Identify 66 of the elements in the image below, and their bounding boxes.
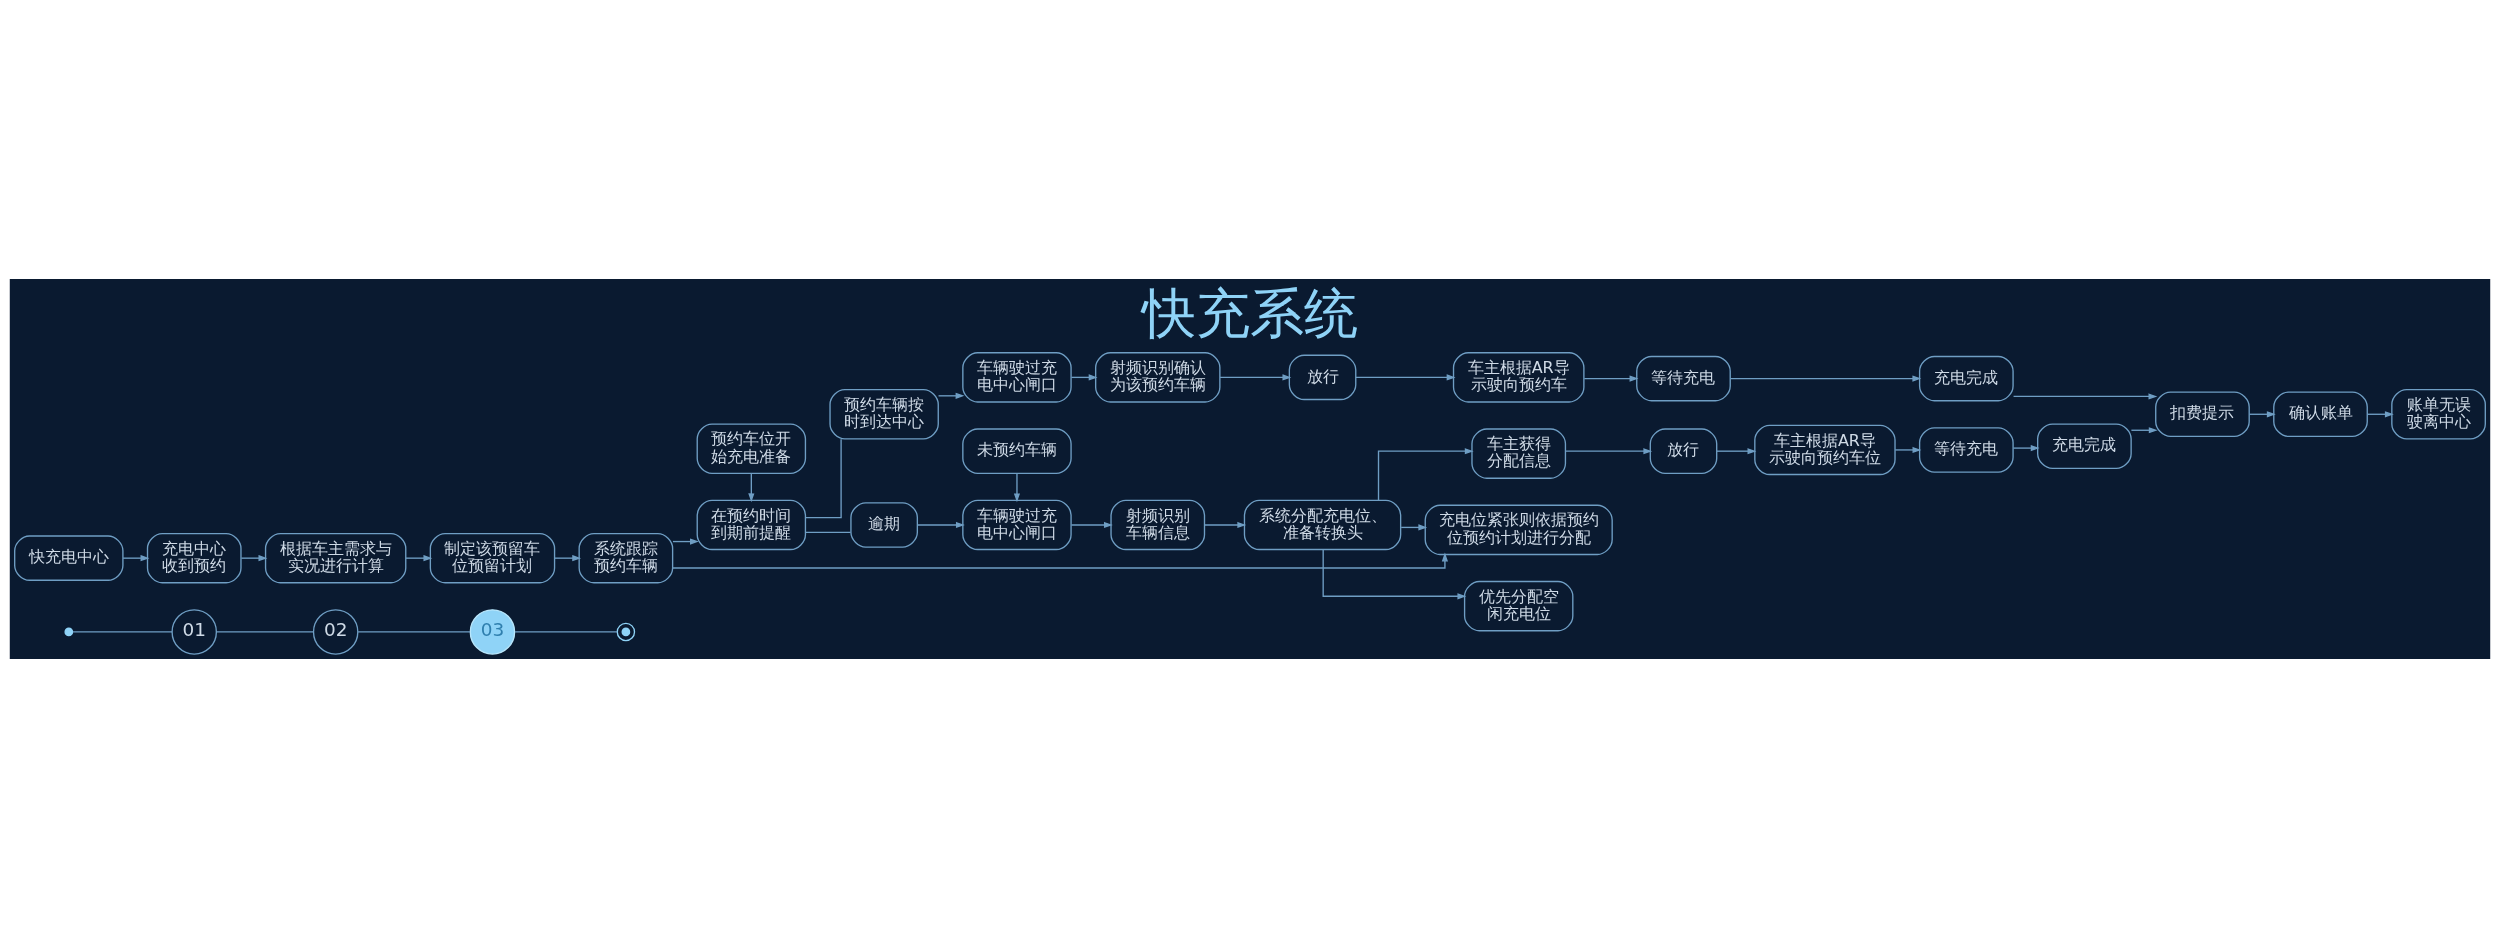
- node-box: 预约车辆按时到达中心: [829, 389, 939, 440]
- node-box: 充电位紧张则依据预约位预约计划进行分配: [1424, 504, 1613, 556]
- node-box: 账单无误驶离中心: [2391, 389, 2486, 440]
- arrow: [748, 473, 755, 503]
- connector: [514, 631, 618, 633]
- node-box: 在预约时间到期前提醒: [696, 499, 807, 551]
- node-box: 车辆驶过充电中心闸口: [962, 499, 1072, 551]
- connector: [72, 631, 173, 633]
- arrow: [1729, 375, 1922, 382]
- node-box: 车辆驶过充电中心闸口: [962, 352, 1072, 403]
- arrow: [1070, 521, 1113, 529]
- node-box: 充电完成: [2037, 423, 2132, 470]
- arrow: [937, 392, 965, 399]
- arrow: [1716, 448, 1757, 455]
- arrow: [2012, 445, 2040, 452]
- arrow: [1355, 374, 1456, 381]
- node-box: 确认账单: [2273, 391, 2368, 438]
- diagram-title: 快充系统: [1142, 282, 1358, 346]
- connector: [357, 631, 471, 633]
- node-box: 系统分配充电位、准备转换头: [1243, 499, 1402, 551]
- node-circle: [64, 627, 74, 637]
- arrow: [1583, 375, 1639, 382]
- arrow: [1219, 374, 1292, 381]
- node-box: 射频识别确认为该预约车辆: [1095, 352, 1221, 403]
- arrow: [1013, 472, 1021, 503]
- node-box: 放行: [1288, 354, 1357, 401]
- arrow: [672, 552, 1449, 569]
- node-box: 充电完成: [1918, 355, 2014, 402]
- arrow: [1894, 446, 1922, 454]
- arrow: [1377, 448, 1474, 501]
- node-box: 射频识别车辆信息: [1110, 499, 1206, 551]
- node-box: 根据车主需求与实况进行计算: [264, 532, 407, 584]
- arrow: [2130, 427, 2158, 434]
- connector: [805, 531, 852, 533]
- node-box: 车主根据AR导示驶向预约车位: [1754, 424, 1896, 476]
- arrow: [2366, 411, 2394, 418]
- node-box: 车主获得分配信息: [1471, 428, 1567, 479]
- arrow: [405, 555, 433, 562]
- connector: [215, 631, 315, 633]
- node-box: 等待充电: [1918, 427, 2014, 473]
- arrow: [1564, 448, 1653, 455]
- arrow: [1203, 521, 1247, 529]
- connector: [804, 438, 842, 519]
- arrow: [916, 521, 965, 529]
- node-box: 充电中心收到预约: [146, 532, 242, 584]
- arrow: [1322, 549, 1467, 600]
- node-box: 快充电中心: [14, 535, 124, 581]
- node-box: 扣费提示: [2155, 391, 2250, 438]
- node-circle: [616, 622, 636, 642]
- node-box: 逾期: [850, 502, 919, 548]
- node-box: 车主根据AR导示驶向预约车: [1452, 352, 1585, 403]
- node-box: 未预约车辆: [962, 428, 1072, 474]
- arrow: [122, 555, 150, 562]
- node-circle: 02: [312, 609, 359, 655]
- node-box: 放行: [1649, 428, 1718, 474]
- node-circle: 01: [171, 609, 218, 655]
- arrow: [240, 555, 268, 562]
- node-box: 制定该预留车位预留计划: [429, 532, 556, 584]
- arrow: [2248, 411, 2276, 418]
- arrow: [554, 555, 582, 562]
- node-box: 等待充电: [1636, 355, 1731, 402]
- node-box: 优先分配空闲充电位: [1463, 580, 1574, 632]
- arrow: [2012, 393, 2158, 400]
- node-circle: 03: [469, 609, 516, 655]
- node-box: 预约车位开始充电准备: [696, 423, 807, 474]
- node-box: 系统跟踪预约车辆: [578, 532, 674, 584]
